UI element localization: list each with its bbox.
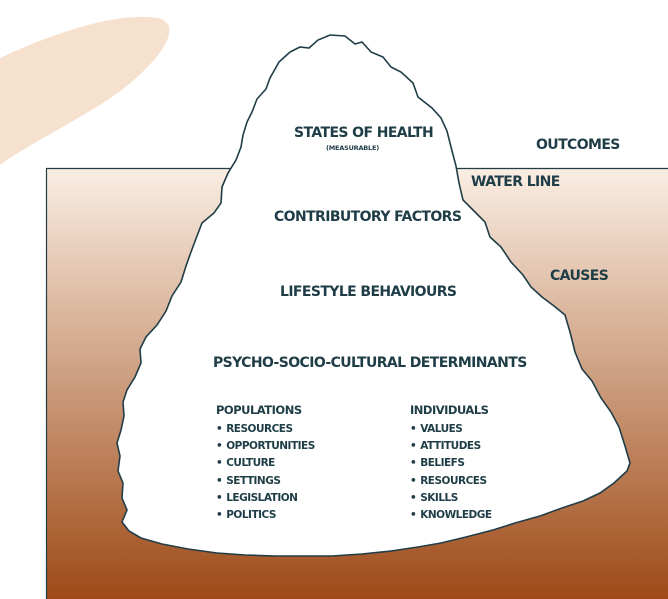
list-item: BELIEFS [410, 455, 492, 472]
list-item: SKILLS [410, 490, 492, 507]
list-item: RESOURCES [410, 473, 492, 490]
list-item: CULTURE [216, 455, 315, 472]
list-item: POLITICS [216, 507, 315, 524]
causes-label: CAUSES [550, 268, 609, 284]
list-item: RESOURCES [216, 421, 315, 438]
sun-glow-shape [0, 16, 170, 166]
determinants-label: PSYCHO-SOCIO-CULTURAL DETERMINANTS [213, 355, 527, 371]
states-of-health-label: STATES OF HEALTH [294, 125, 434, 141]
populations-heading: POPULATIONS [216, 403, 302, 417]
list-item: LEGISLATION [216, 490, 315, 507]
list-item: OPPORTUNITIES [216, 438, 315, 455]
contributory-factors-label: CONTRIBUTORY FACTORS [274, 209, 462, 225]
lifestyle-behaviours-label: LIFESTYLE BEHAVIOURS [280, 284, 457, 300]
individuals-list: VALUES ATTITUDES BELIEFS RESOURCES SKILL… [410, 421, 492, 524]
water-line-label: WATER LINE [471, 174, 560, 190]
list-item: VALUES [410, 421, 492, 438]
list-item: ATTITUDES [410, 438, 492, 455]
list-item: KNOWLEDGE [410, 507, 492, 524]
individuals-heading: INDIVIDUALS [410, 403, 489, 417]
outcomes-label: OUTCOMES [536, 137, 620, 153]
measurable-note: (MEASURABLE) [326, 144, 380, 152]
list-item: SETTINGS [216, 473, 315, 490]
populations-list: RESOURCES OPPORTUNITIES CULTURE SETTINGS… [216, 421, 315, 524]
